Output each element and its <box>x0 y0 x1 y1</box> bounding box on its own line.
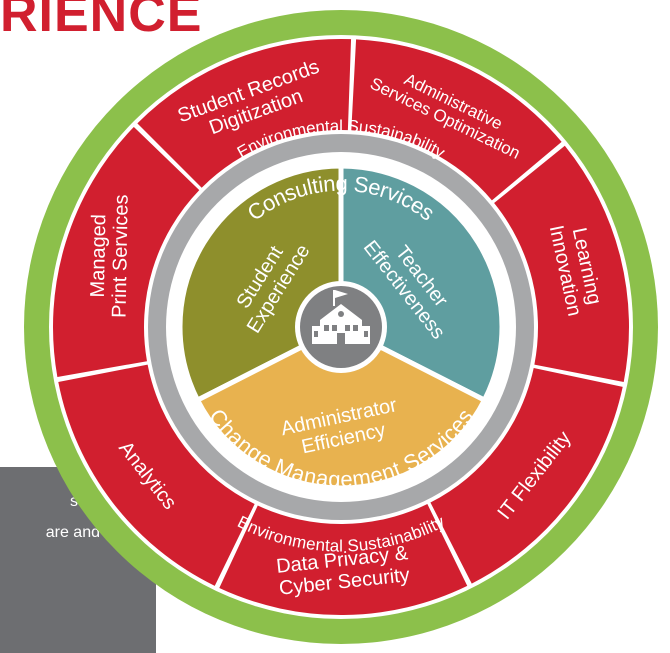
red-segment <box>494 145 629 382</box>
page-heading: RIENCE <box>0 0 203 43</box>
info-line-2: are and <box>45 524 100 541</box>
red-segment <box>137 39 352 188</box>
red-segment <box>58 364 255 586</box>
red-segment <box>52 126 200 378</box>
core-segment <box>194 324 488 491</box>
school-windows <box>314 311 368 344</box>
red-segment-label: ManagedPrint Services <box>87 194 133 318</box>
red-segment <box>430 367 623 584</box>
red-segment <box>219 504 468 615</box>
red-segment <box>351 39 562 201</box>
